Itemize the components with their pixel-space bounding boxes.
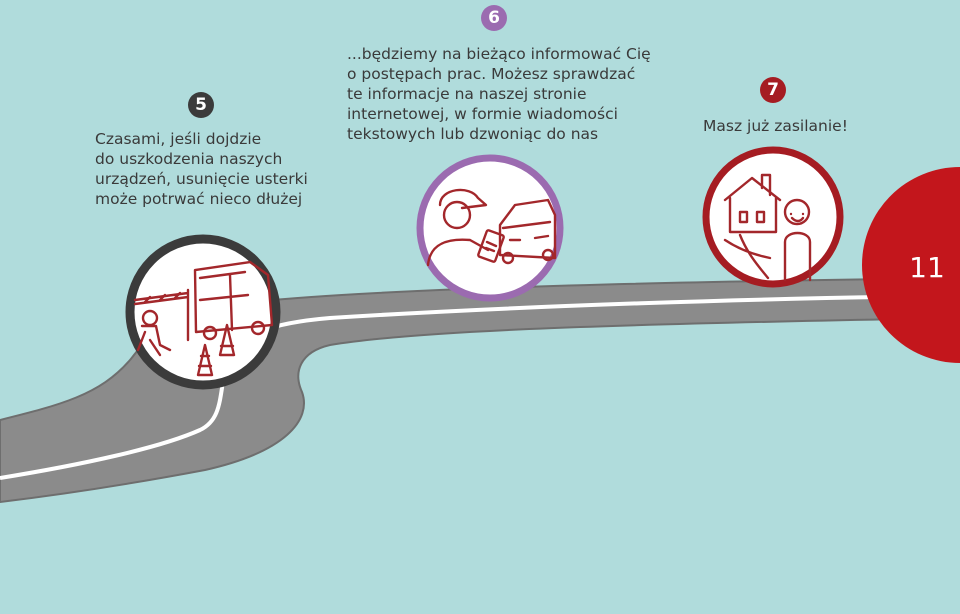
step-6-badge: 6 [481, 5, 507, 31]
step-6-illustration [416, 154, 564, 302]
step-5-badge: 5 [188, 92, 214, 118]
step-6-text: ...będziemy na bieżąco informować Cię o … [347, 45, 651, 143]
step-7-text: Masz już zasilanie! [703, 117, 848, 135]
page-number: 11 [909, 251, 945, 284]
step-6-number: 6 [488, 8, 500, 28]
step-5-illustration [125, 234, 281, 390]
step-5-text: Czasami, jeśli dojdzie do uszkodzenia na… [95, 130, 308, 208]
house-smiling-person-icon [723, 173, 812, 282]
step-5-number: 5 [195, 95, 207, 115]
page-number-badge: 11 [862, 167, 960, 363]
step-7-badge: 7 [760, 77, 786, 103]
step-7-illustration [702, 146, 844, 288]
technician-tablet-car-icon [426, 188, 557, 267]
step-7-number: 7 [767, 80, 779, 100]
road-repair-van-cones-icon [133, 260, 274, 377]
